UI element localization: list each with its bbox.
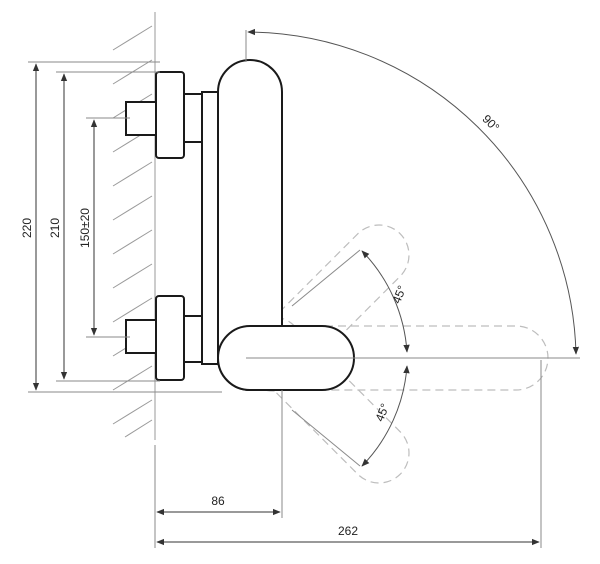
dimension-height-total: 220	[20, 63, 40, 391]
mounting-plate	[201, 91, 219, 365]
angle-lower-tilt: 45°	[361, 365, 410, 467]
dimension-overall-depth-label: 262	[338, 524, 358, 538]
dimension-body-depth: 86	[156, 494, 281, 516]
angle-upper-tilt: 45°	[361, 250, 410, 353]
angle-lever-swing: 90°	[247, 28, 580, 355]
lower-inlet-fitting	[125, 295, 203, 381]
angle-lower-tilt-label: 45°	[372, 401, 392, 423]
dimension-body-depth-label: 86	[211, 494, 225, 508]
wall-hatching	[112, 12, 156, 440]
dimension-overall-depth: 262	[156, 524, 540, 546]
dimension-height-total-label: 220	[20, 218, 34, 238]
dimension-inlet-spacing-label: 150±20	[78, 208, 92, 248]
angle-lever-swing-label: 90°	[479, 112, 502, 135]
extension-lines	[28, 30, 580, 548]
dimension-height-body: 210	[48, 73, 68, 380]
angle-upper-tilt-label: 45°	[389, 283, 409, 305]
dimension-inlet-spacing: 150±20	[78, 119, 98, 336]
upper-inlet-fitting	[125, 71, 203, 159]
dimension-height-body-label: 210	[48, 218, 62, 238]
